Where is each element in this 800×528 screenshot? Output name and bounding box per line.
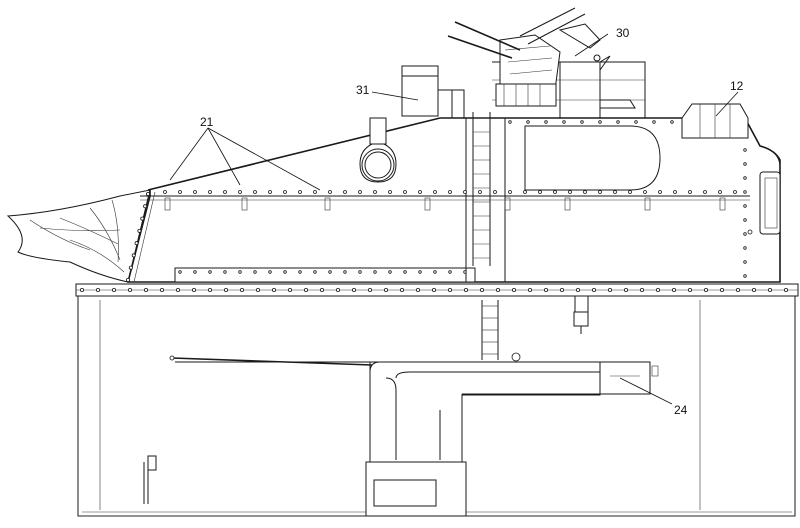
rooftop-cabinet [401, 65, 465, 118]
label-12: 12 [730, 79, 744, 93]
blast-bag [6, 189, 151, 283]
label-30: 30 [616, 26, 630, 40]
aa-gun-mount [447, 7, 646, 118]
ring-bracket [573, 296, 589, 334]
label-31: 31 [356, 83, 370, 97]
label-24: 24 [674, 403, 688, 417]
label-21: 21 [200, 115, 214, 129]
turret-house [126, 117, 781, 283]
roller-ring-band [75, 283, 799, 297]
ladder-upper [472, 112, 491, 266]
lamp-fitting [143, 455, 157, 504]
inspection-port [359, 117, 397, 183]
rear-door [747, 171, 781, 235]
leaders [169, 33, 739, 405]
ladder-lower [481, 300, 499, 360]
hoist-trunk [169, 352, 659, 517]
rangefinder-hood [681, 103, 749, 139]
